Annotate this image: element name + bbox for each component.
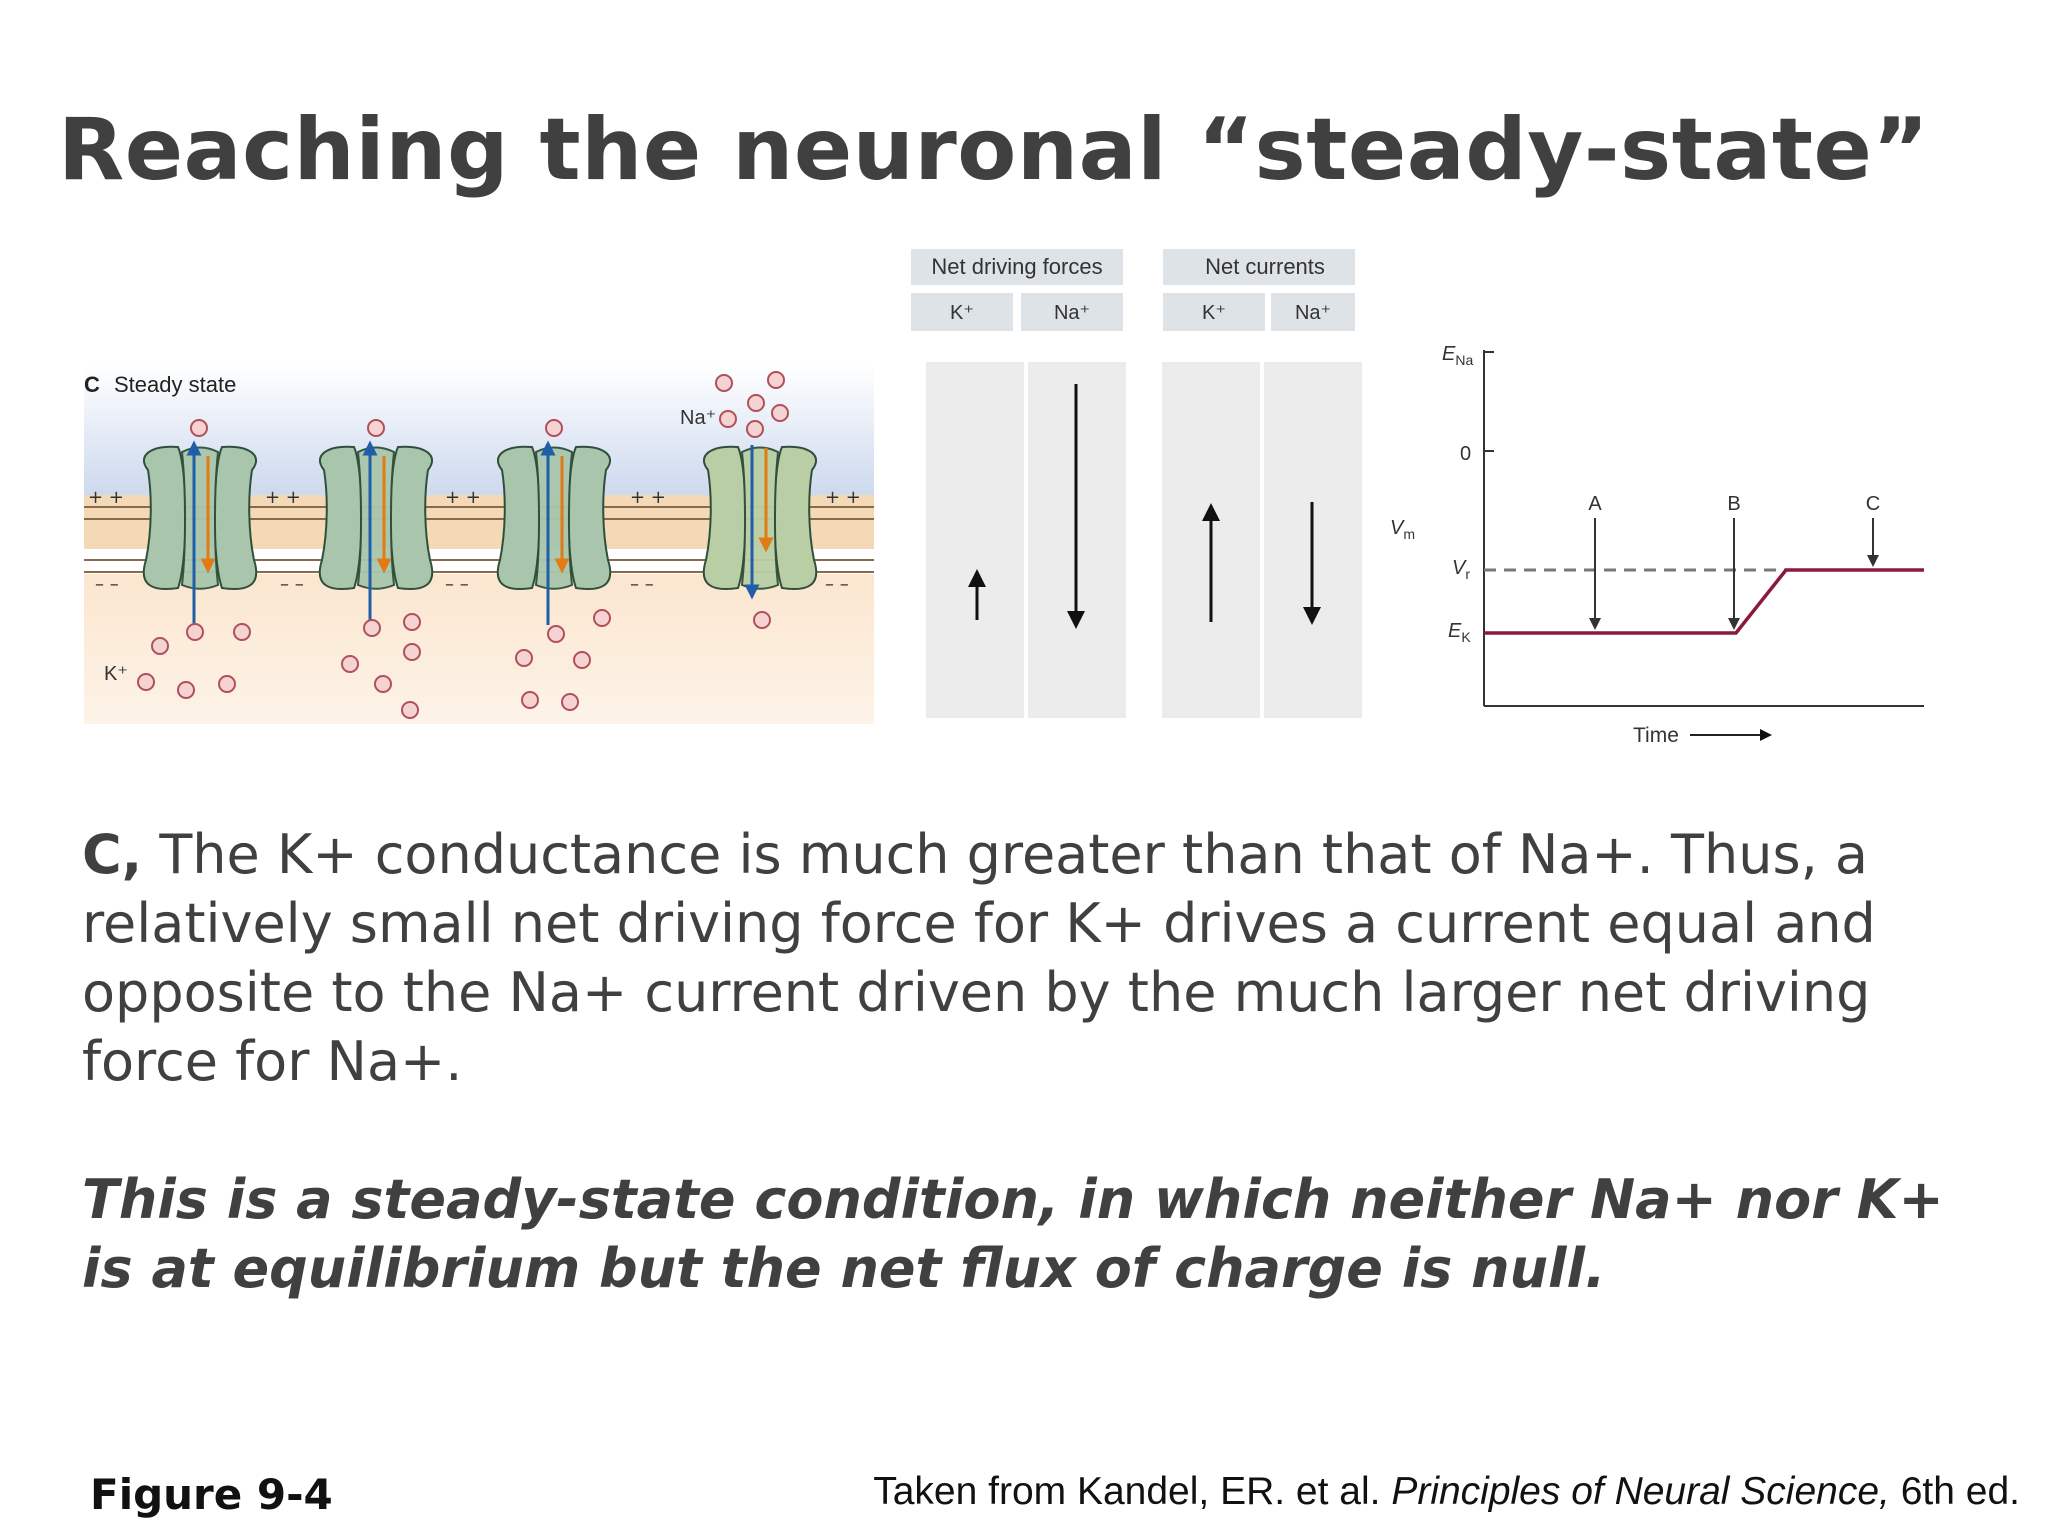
ion-particle [401, 701, 419, 719]
forces-k-column [926, 362, 1024, 718]
vr-label: Vr [1452, 557, 1470, 582]
currents-col-k: K⁺ [1202, 302, 1226, 324]
marker-b-label: B [1727, 493, 1740, 515]
ion-channel [702, 445, 818, 600]
vm-label: Vm [1390, 517, 1415, 542]
minus-signs-1: – – [95, 574, 119, 595]
plus-signs-2: + + [265, 487, 301, 508]
ion-particle [233, 623, 251, 641]
ion-particle [593, 609, 611, 627]
plus-signs-4: + + [630, 487, 666, 508]
ion-particle [137, 673, 155, 691]
ion-particle [747, 394, 765, 412]
minus-signs-4: – – [630, 574, 654, 595]
ion-particle [367, 419, 385, 437]
ion-particle [363, 619, 381, 637]
forces-col-k: K⁺ [950, 302, 974, 324]
membrane-panel: C Steady state + + + + + + + + + + – – –… [84, 365, 874, 724]
zero-label: 0 [1460, 443, 1471, 465]
ion-particle [218, 675, 236, 693]
ion-particle [341, 655, 359, 673]
ion-particle [767, 371, 785, 389]
steady-state-statement: This is a steady-state condition, in whi… [82, 1168, 1944, 1300]
intracellular-region [84, 574, 874, 724]
vm-trace [1484, 568, 1924, 635]
k-ion-label: K⁺ [104, 663, 128, 685]
ion-particle [521, 691, 539, 709]
ek-label: EK [1448, 620, 1471, 645]
figure-label: Figure 9-4 [90, 1470, 333, 1519]
membrane-potential-graph: ENa 0 Vm Vr EK A B C Time [1390, 343, 1924, 747]
caption-lead: C, [82, 823, 143, 886]
net-driving-forces-table: Net driving forces K⁺ Na⁺ [909, 247, 1126, 718]
ion-channel [496, 440, 612, 625]
ion-particle [190, 419, 208, 437]
credit-book: Principles of Neural Science, [1391, 1470, 1890, 1513]
ion-particle [151, 637, 169, 655]
ion-particle [771, 404, 789, 422]
minus-signs-5: – – [825, 574, 849, 595]
ion-particle [753, 611, 771, 629]
ion-particle [561, 693, 579, 711]
plus-signs-1: + + [88, 487, 124, 508]
ion-particle [715, 374, 733, 392]
plus-signs-5: + + [825, 487, 861, 508]
forces-col-na: Na⁺ [1054, 302, 1090, 324]
ion-particle [573, 651, 591, 669]
credit-prefix: Taken from Kandel, ER. et al. [873, 1470, 1392, 1513]
time-axis-label: Time [1633, 724, 1679, 747]
currents-header: Net currents [1205, 254, 1325, 279]
panel-label: Steady state [114, 372, 236, 397]
caption-text: The K+ conductance is much greater than … [82, 823, 1876, 1093]
slide-title: Reaching the neuronal “steady-state” [58, 100, 1930, 200]
ion-particle [719, 410, 737, 428]
caption: C, The K+ conductance is much greater th… [82, 820, 1982, 1096]
ena-label: ENa [1442, 343, 1473, 368]
net-currents-table: Net currents K⁺ Na⁺ [1161, 247, 1362, 718]
plus-signs-3: + + [445, 487, 481, 508]
ion-particle [403, 613, 421, 631]
ion-channel [318, 440, 434, 625]
marker-a-label: A [1588, 493, 1602, 515]
source-credit: Taken from Kandel, ER. et al. Principles… [873, 1470, 2020, 1514]
ion-particle [515, 649, 533, 667]
marker-c-label: C [1866, 493, 1880, 515]
panel-letter: C [84, 372, 100, 397]
minus-signs-3: – – [445, 574, 469, 595]
currents-col-na: Na⁺ [1295, 302, 1331, 324]
ion-particle [403, 643, 421, 661]
steady-state-figure: C Steady state + + + + + + + + + + – – –… [84, 247, 1924, 747]
credit-suffix: 6th ed. [1889, 1470, 2020, 1513]
ion-particle [186, 623, 204, 641]
minus-signs-2: – – [280, 574, 304, 595]
ion-particle [177, 681, 195, 699]
ion-particle [374, 675, 392, 693]
forces-header: Net driving forces [931, 254, 1102, 279]
ion-particle [547, 625, 565, 643]
na-ion-label: Na⁺ [680, 407, 716, 429]
ion-channel [142, 440, 258, 625]
ion-particle [746, 420, 764, 438]
ion-particle [545, 419, 563, 437]
